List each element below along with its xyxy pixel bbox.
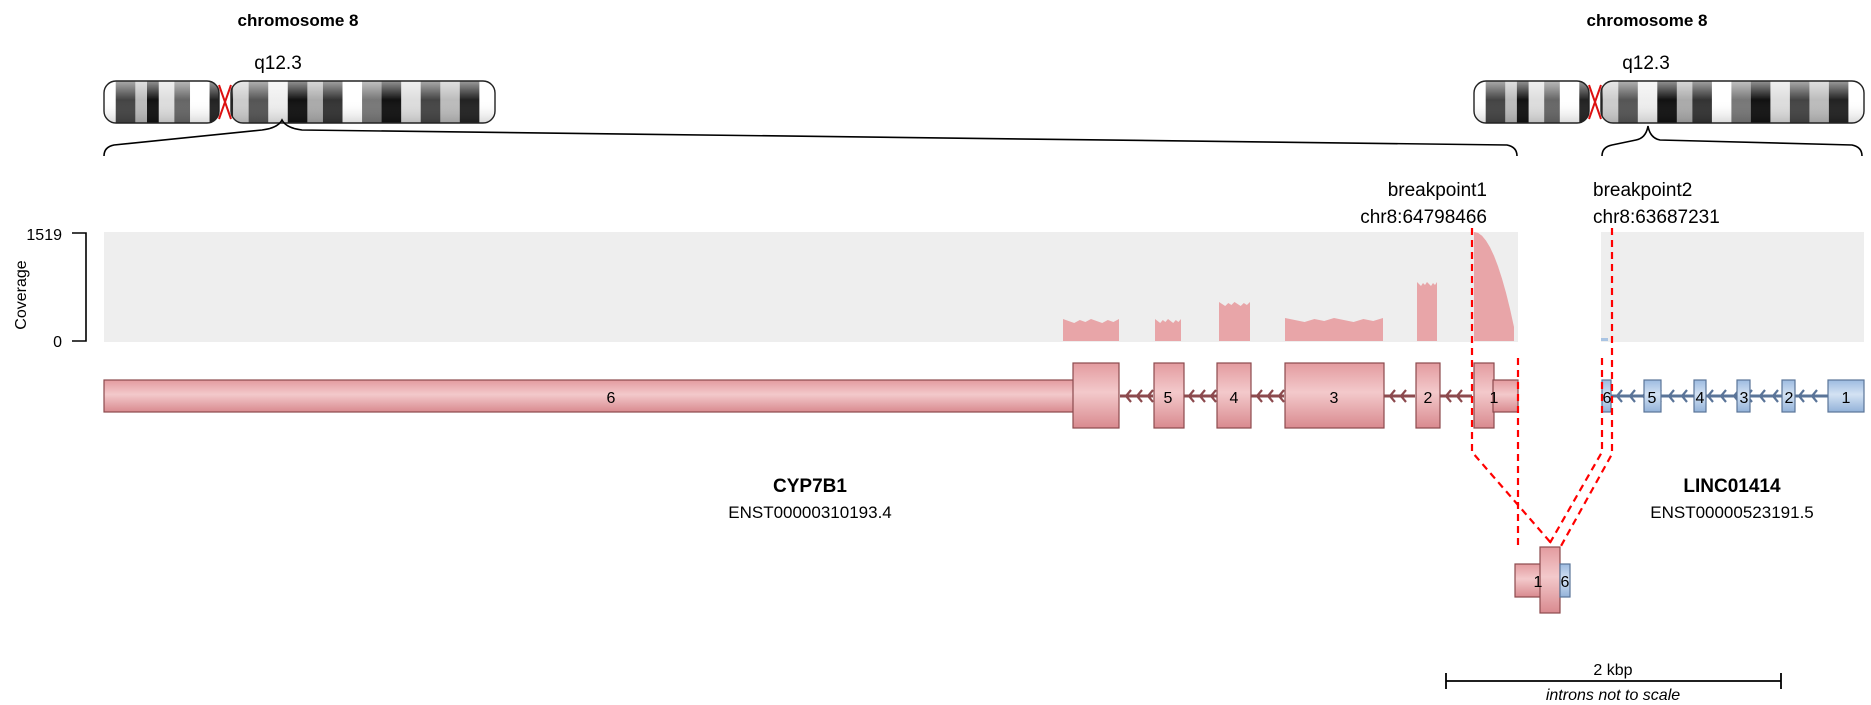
linc01414-exon-1 xyxy=(1827,379,1865,413)
gene1-name: CYP7B1 xyxy=(773,476,847,497)
fusion-exon-1-label: 1 xyxy=(1534,574,1543,591)
gene2-transcript: ENST00000523191.5 xyxy=(1650,503,1814,522)
linc01414-exon-label: 3 xyxy=(1740,390,1749,407)
breakpoint2-position: chr8:63687231 xyxy=(1593,207,1720,228)
cyp7b1-exon-label: 6 xyxy=(607,390,616,407)
right-zoom-bracket xyxy=(1601,125,1863,157)
cyp7b1-exon-label: 5 xyxy=(1164,390,1173,407)
coverage-axis xyxy=(72,232,87,342)
scale-bar-label: 2 kbp xyxy=(1593,662,1632,679)
coverage-peaks xyxy=(1063,232,1608,341)
cyp7b1-exon-2 xyxy=(1415,362,1441,429)
coverage-axis-label: Coverage xyxy=(13,260,30,329)
coverage-track-right xyxy=(1601,232,1864,342)
coverage-track-left xyxy=(104,232,1518,342)
linc01414-exon-label: 5 xyxy=(1648,390,1657,407)
breakpoint-lines xyxy=(1470,228,1614,549)
linc01414-exon-2 xyxy=(1781,379,1796,413)
left-chromosome-title: chromosome 8 xyxy=(238,11,359,30)
right-chromosome-band-label: q12.3 xyxy=(1622,53,1670,74)
linc01414-exon-label: 2 xyxy=(1785,390,1794,407)
fusion-transcript: 1 6 xyxy=(1514,546,1571,614)
breakpoint2-name: breakpoint2 xyxy=(1593,180,1692,201)
coverage-max-label: 1519 xyxy=(26,227,62,244)
cyp7b1-exon-label: 4 xyxy=(1230,390,1239,407)
left-chromosome-ideogram xyxy=(103,80,496,124)
fusion-exon-6 xyxy=(1559,563,1571,598)
cyp7b1-exon-label: 3 xyxy=(1330,390,1339,407)
cyp7b1-exon-label: 1 xyxy=(1490,390,1499,407)
linc01414-exon-3 xyxy=(1736,379,1751,413)
breakpoint1-position: chr8:64798466 xyxy=(1360,207,1487,228)
cyp7b1-gene-model: 6 5 4 3 2 1 xyxy=(103,362,1519,429)
coverage-min-label: 0 xyxy=(53,334,62,351)
left-zoom-bracket xyxy=(103,118,1518,157)
right-chromosome-ideogram xyxy=(1473,80,1865,124)
gene1-transcript: ENST00000310193.4 xyxy=(728,503,892,522)
cyp7b1-exon-6-cds xyxy=(1072,362,1120,429)
linc01414-exon-label: 4 xyxy=(1696,390,1705,407)
left-chromosome-band-label: q12.3 xyxy=(254,53,302,74)
linc01414-exon-label: 1 xyxy=(1842,390,1851,407)
fusion-exon-1-cds xyxy=(1539,546,1561,614)
gene2-name: LINC01414 xyxy=(1683,476,1781,497)
scale-bar-note: introns not to scale xyxy=(1546,687,1680,704)
scale-bar xyxy=(1445,673,1782,689)
linc01414-gene-model: 6 5 4 3 2 1 xyxy=(1601,379,1865,413)
cyp7b1-exon-label: 2 xyxy=(1424,390,1433,407)
cyp7b1-exon-6-utr xyxy=(103,379,1075,413)
cyp7b1-exon-4 xyxy=(1216,362,1252,429)
breakpoint2-line xyxy=(1560,228,1614,547)
linc01414-exon-5 xyxy=(1643,379,1662,413)
cyp7b1-exon-5 xyxy=(1153,362,1185,429)
breakpoint1-line xyxy=(1470,228,1552,544)
right-chromosome-title: chromosome 8 xyxy=(1587,11,1708,30)
linc01414-exon-4 xyxy=(1693,379,1707,413)
linc01414-exon-label: 6 xyxy=(1603,390,1612,407)
fusion-exon-6-label: 6 xyxy=(1561,574,1570,591)
cyp7b1-exon-3 xyxy=(1284,362,1385,429)
breakpoint1-name: breakpoint1 xyxy=(1388,180,1487,201)
